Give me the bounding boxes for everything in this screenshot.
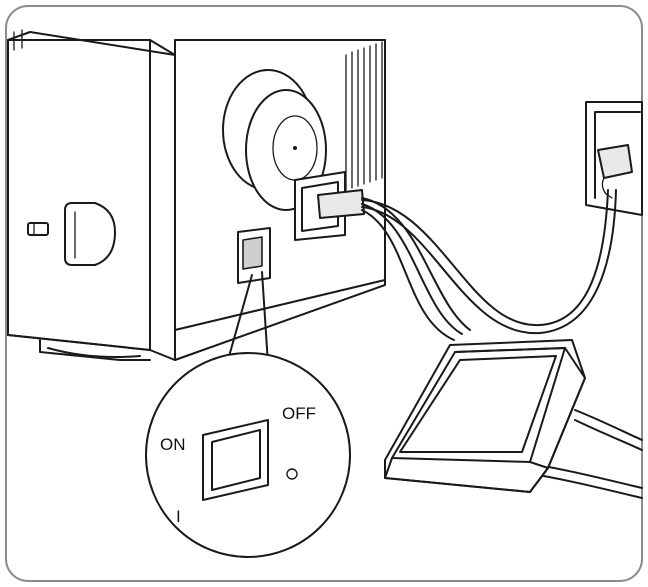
vent-grille [346, 42, 382, 190]
machine-switch-panel [238, 228, 270, 283]
on-position-symbol: I [176, 507, 181, 526]
rocker-switch [203, 420, 268, 500]
wall-plug [598, 145, 632, 178]
wall-outlet [586, 102, 642, 215]
off-label: OFF [282, 404, 316, 423]
off-position-symbol [287, 469, 297, 479]
on-label: ON [160, 435, 186, 454]
side-knob [65, 203, 115, 265]
machine-side-panel [8, 40, 150, 350]
machine-plug [318, 190, 364, 218]
